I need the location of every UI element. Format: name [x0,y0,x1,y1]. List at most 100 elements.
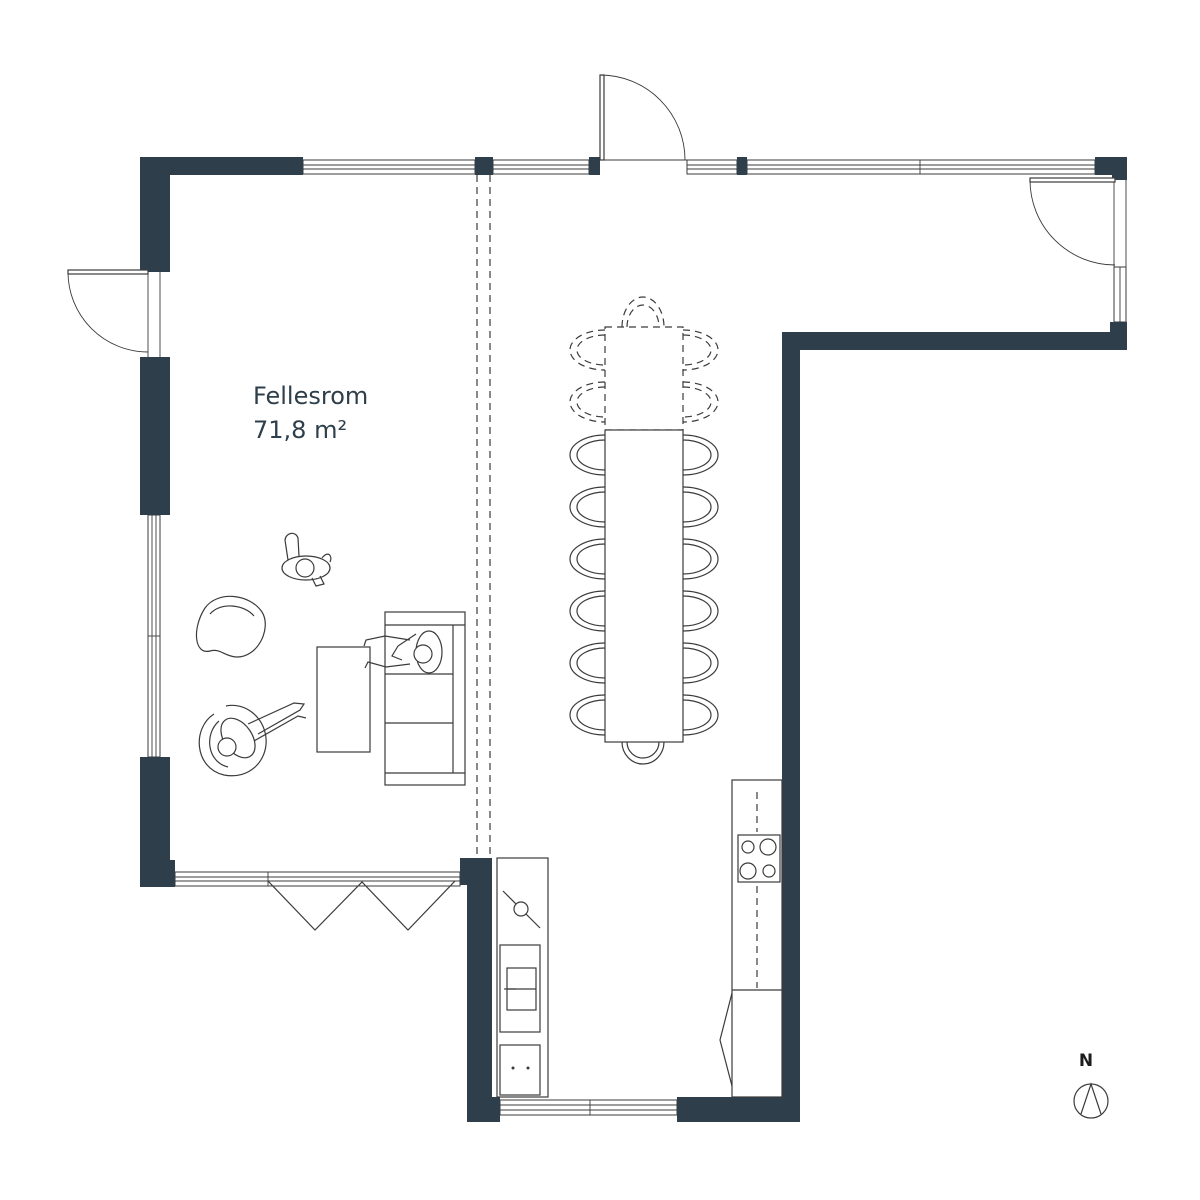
door-swing [67,271,149,353]
person-hand [321,553,332,563]
chair-back [682,434,719,476]
dining-area [569,296,719,765]
chair-back [569,642,606,684]
extra-chair [682,329,719,371]
person-legs [247,702,307,742]
window-north-4 [746,159,1096,175]
chair-seat [682,647,712,679]
chair-back [569,486,606,528]
door-opening-west [147,272,161,357]
kitchen-counter-west [496,857,549,1098]
chair-seat [626,304,660,328]
room-area: 71,8 m² [253,416,347,444]
dining-chair [682,538,719,580]
window-south-kitchen [499,1099,678,1116]
door-leaf [67,269,149,275]
burner-icon [739,862,757,880]
dining-chair [682,434,719,476]
person-standing [281,532,332,587]
window-north-2 [492,159,590,175]
wall-east-wing-top [1112,157,1127,180]
door-opening-east [1113,180,1127,267]
window-north-1 [302,159,476,175]
person-in-armchair [217,702,307,759]
cooktop [737,834,781,883]
dishwasher-outline [499,1044,541,1096]
chair-back [621,296,665,328]
chair-seat [682,386,712,418]
pouf [195,595,266,658]
pouf-outline [195,595,266,658]
chair-seat [682,699,712,731]
tall-cabinet-door-swing [719,992,733,1087]
walls [140,157,1127,1122]
dining-chair [569,486,606,528]
coffee-table [316,646,371,753]
north-arrow: N [1073,1051,1109,1119]
chair-seat [682,439,712,471]
overhead-beam [476,175,491,858]
sink [499,944,541,1033]
person-on-sofa [363,630,443,674]
chair-seat [576,647,606,679]
chair-seat [626,741,660,759]
door-swing [599,74,686,161]
wall-southwest-corner [140,860,175,887]
dining-chair [682,642,719,684]
chair-seat [576,386,606,418]
burner-icon [762,864,776,878]
chair-seat [682,595,712,627]
door-leaf [599,74,605,161]
cooktop-outline [737,834,781,883]
chair-back [569,434,606,476]
chair-back [682,538,719,580]
pouf-seam [209,605,255,617]
dining-chair [569,642,606,684]
wall-kitchen-west [467,858,492,1122]
table-extension [604,326,684,431]
extra-chair-end [621,296,665,328]
folding-door-south [267,880,456,931]
chair-back [569,329,606,371]
chair-back [682,590,719,632]
wall-north-mullion [737,157,747,175]
dining-chair [682,486,719,528]
north-arrow-icon [1073,1082,1109,1119]
person-head [217,737,237,757]
window-east-wing [1113,266,1127,323]
armchair [198,704,267,777]
chair-seat [682,334,712,366]
person-head [413,644,433,664]
chair-back [682,381,719,423]
door-swing [1029,179,1116,266]
burner-icon [741,840,755,854]
chair-seat [576,595,606,627]
chair-back [682,486,719,528]
dining-chair [569,538,606,580]
dining-chair [569,434,606,476]
wall-north-pillar [475,157,493,175]
wall-west-middle [140,357,170,515]
chair-back [621,741,665,765]
wall-north-left [140,157,303,175]
dining-chair [569,590,606,632]
dishwasher-knob [526,1066,530,1070]
dining-chair-end [621,741,665,765]
door-leaf [1029,177,1116,183]
dining-chair [682,590,719,632]
wall-kitchen-west-cap [460,858,492,885]
door-east-wing [1029,177,1116,266]
chair-back [569,590,606,632]
person-legs [363,635,411,669]
dining-chair [682,694,719,736]
person-head [295,558,315,578]
armchair-inner [209,720,229,768]
chair-back [569,381,606,423]
window-north-3 [686,159,738,175]
chair-back [569,694,606,736]
chair-back [682,329,719,371]
wall-north-door-jamb [589,157,600,175]
chair-seat [682,491,712,523]
wall-northwest-corner [140,157,170,272]
living-area [195,532,466,786]
